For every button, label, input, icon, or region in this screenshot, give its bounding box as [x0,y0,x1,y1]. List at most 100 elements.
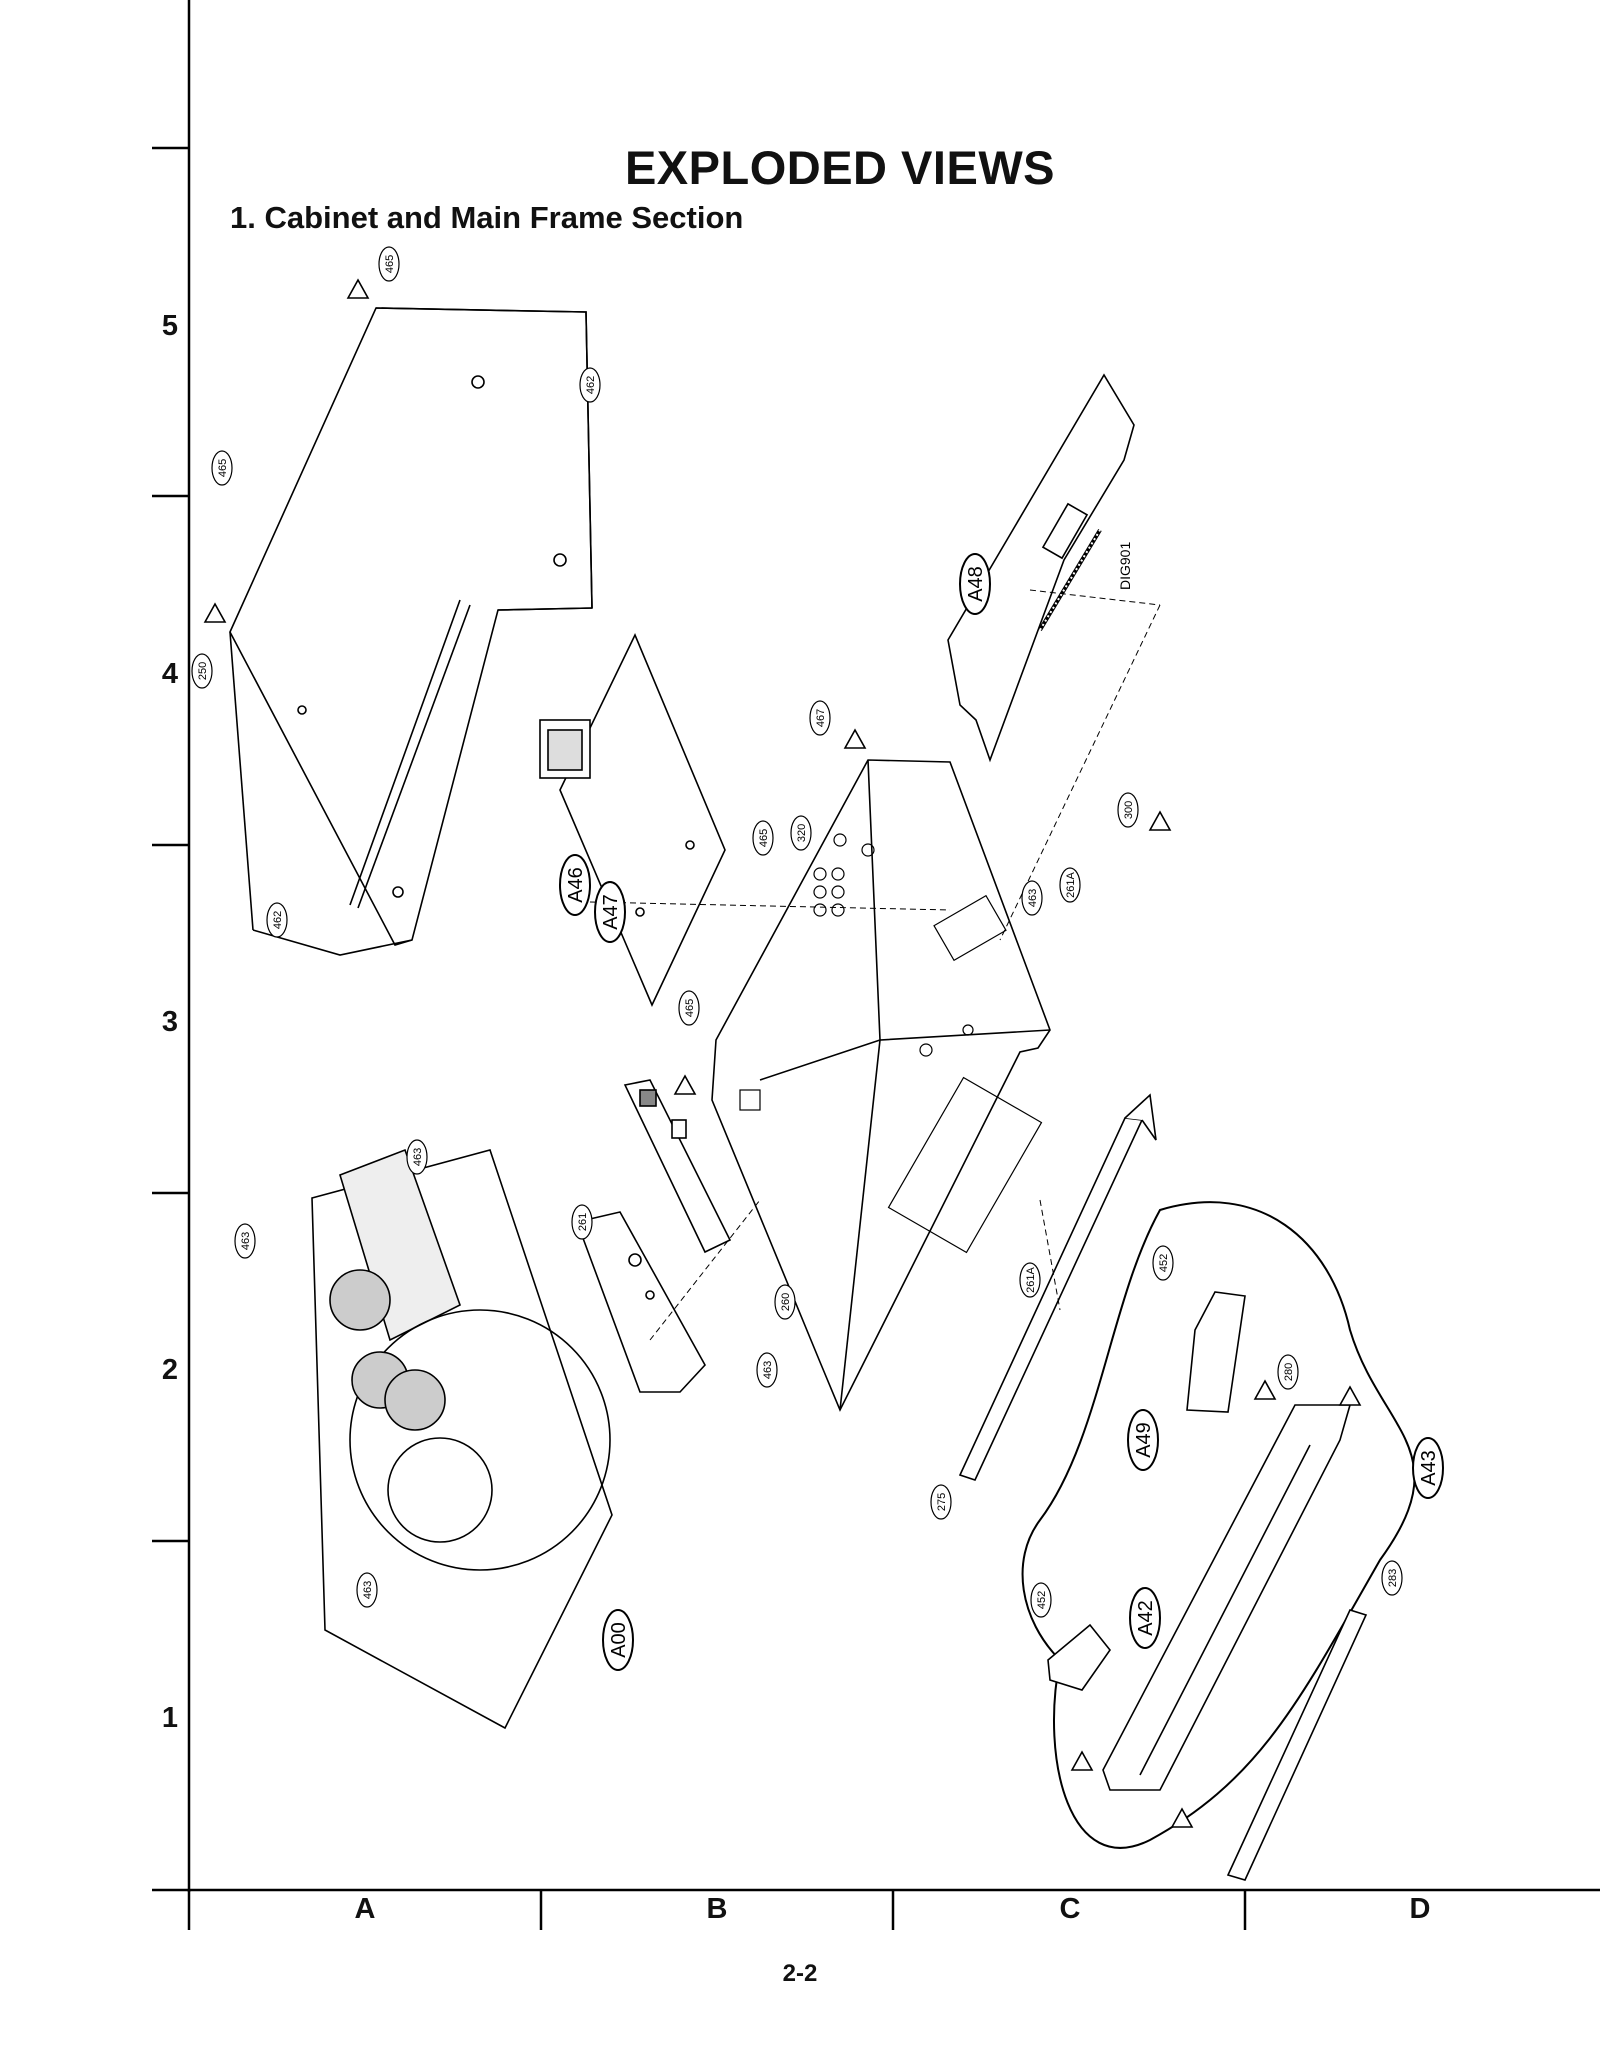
part-callout: 463 [234,1223,256,1259]
part-callout: 465 [752,820,774,856]
part-callout-label: 463 [1027,889,1039,907]
part-callout-oval [356,1572,378,1608]
part-callout: 465 [378,246,400,282]
part-callout-oval [774,1284,796,1320]
part-callout: 463 [406,1139,428,1175]
part-callout-label: 283 [1387,1569,1399,1587]
front-display-board [947,373,1135,763]
part-callout-label: 463 [412,1148,424,1166]
part-callout-oval [1277,1354,1299,1390]
part-callout: 260 [774,1284,796,1320]
part-callout-label: A47 [600,894,622,930]
part-callout: 465 [211,450,233,486]
part-callout-oval [1117,792,1139,828]
part-callout: A47 [594,881,626,943]
part-callout: A43 [1412,1437,1444,1499]
part-callout-oval [211,450,233,486]
part-callout-oval [594,881,626,943]
part-callout-oval [1129,1587,1161,1649]
part-callout: A49 [1127,1409,1159,1471]
part-callout: 463 [756,1352,778,1388]
side-rail [958,1093,1157,1481]
part-callout-label: 261 [577,1213,589,1231]
part-callout-label: A00 [608,1622,630,1658]
part-callout-oval [930,1484,952,1520]
rear-bracket [575,1211,706,1393]
board-a42 [1047,1623,1111,1691]
part-callout-label: 320 [796,824,808,842]
part-callout-label: 452 [1158,1254,1170,1272]
part-callout-label: 465 [758,829,770,847]
part-callout-oval [559,854,591,916]
part-callout-label: 463 [240,1232,252,1250]
part-callout-label: 463 [762,1361,774,1379]
top-cover [229,307,593,956]
part-callout: 452 [1030,1582,1052,1618]
jack-board [623,1079,732,1254]
part-callout-label: 300 [1123,801,1135,819]
part-callout-oval [809,700,831,736]
front-panel-strip [1226,1609,1368,1881]
part-callout-oval [571,1204,593,1240]
part-labels: A48A46A47A49A43A42A004654624652504624673… [191,246,1444,1671]
part-callout: 463 [356,1572,378,1608]
part-callout: 300 [1117,792,1139,828]
main-chassis [711,759,1051,1412]
grid-row-label: 1 [161,1702,179,1734]
grid-column-label: C [1059,1893,1081,1925]
front-panel [1102,1404,1352,1791]
part-callout-label: 260 [780,1293,792,1311]
part-callout-oval [959,553,991,615]
part-callout: 261A [1019,1262,1041,1298]
grid-column-label: B [706,1893,728,1925]
grid-row-label: 4 [161,658,179,690]
grid-column-label: A [354,1893,376,1925]
part-callout: 280 [1277,1354,1299,1390]
part-callout: 467 [809,700,831,736]
board-a49 [1186,1291,1246,1413]
part-callout: 452 [1152,1245,1174,1281]
warning-triangle-icons [203,278,1362,1828]
section-subtitle: 1. Cabinet and Main Frame Section [230,200,744,235]
part-callout-label: 452 [1036,1591,1048,1609]
part-callout-label: 462 [272,911,284,929]
part-callout-oval [790,815,812,851]
part-callout-label: 463 [362,1581,374,1599]
part-callout: A42 [1129,1587,1161,1649]
part-callout-oval [406,1139,428,1175]
part-callout-oval [234,1223,256,1259]
grid-row-label: 2 [161,1354,179,1386]
grid-row-label: 5 [161,310,179,342]
part-callout-oval [1152,1245,1174,1281]
part-callout-oval [1381,1560,1403,1596]
part-callout-label: 467 [815,709,827,727]
part-callout-label: 250 [197,662,209,680]
part-callout-oval [1059,867,1081,903]
part-callout: 283 [1381,1560,1403,1596]
disc-tray [311,1148,613,1730]
page-number: 2-2 [782,1960,818,1987]
part-callout-oval [378,246,400,282]
part-callout-label: 261A [1065,871,1077,897]
part-callout-label: 280 [1283,1363,1295,1381]
part-callout: A00 [602,1609,634,1671]
part-callout-oval [678,990,700,1026]
part-callout-oval [266,902,288,938]
part-callout-label: 462 [585,376,597,394]
part-callout: 275 [930,1484,952,1520]
part-callout: 261A [1059,867,1081,903]
part-callout: 462 [266,902,288,938]
part-callout: 250 [191,653,213,689]
grid-frame [152,0,1600,1930]
part-callout-label: 275 [936,1493,948,1511]
part-callout-oval [602,1609,634,1671]
part-callout: A48 [959,553,991,615]
main-pcb [539,633,726,1007]
leader-lines [589,589,1161,1341]
part-callout-label: A43 [1418,1450,1440,1486]
part-callout: 320 [790,815,812,851]
part-callout-oval [579,367,601,403]
part-callout-label: A49 [1133,1422,1155,1458]
part-callout-oval [191,653,213,689]
